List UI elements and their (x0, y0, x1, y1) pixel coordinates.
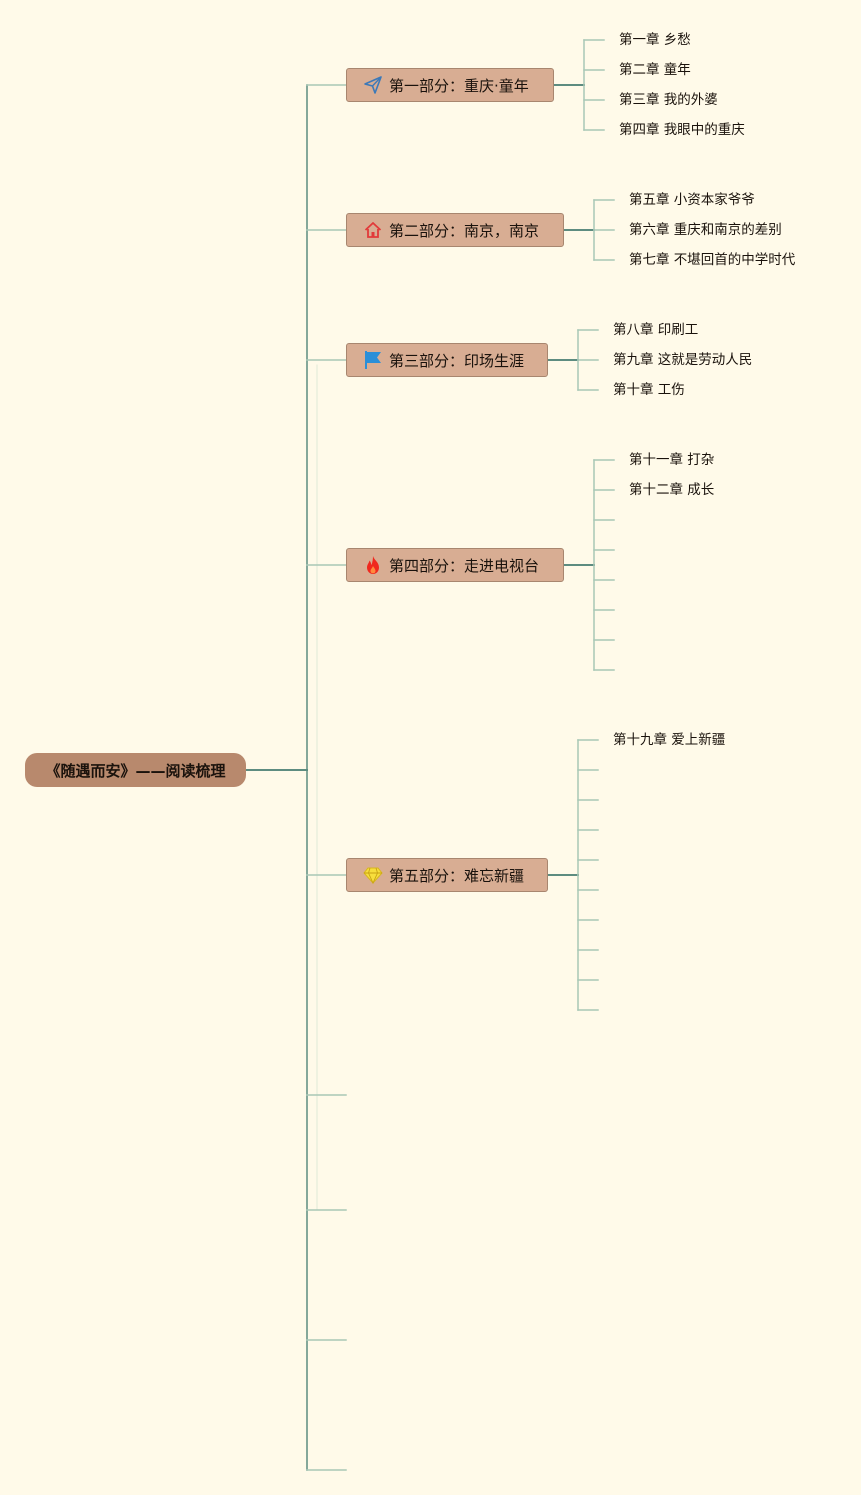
part-title: 第四部分：走进电视台 (389, 556, 540, 575)
diamond-icon (363, 865, 383, 885)
root-node[interactable]: 《随遇而安》——阅读梳理 (25, 753, 246, 787)
part-node-3[interactable]: 第三部分：印场生涯 (346, 343, 548, 377)
chapter-item[interactable]: 第十九章 爱上新疆 (613, 732, 726, 748)
flame-icon (363, 555, 383, 575)
chapter-item[interactable]: 第十二章 成长 (629, 482, 715, 498)
chapter-item[interactable]: 第十一章 打杂 (629, 452, 715, 468)
chapter-item[interactable]: 第五章 小资本家爷爷 (629, 192, 755, 208)
chapter-item[interactable]: 第二章 童年 (619, 62, 691, 78)
chapter-item[interactable]: 第四章 我眼中的重庆 (619, 122, 745, 138)
chapter-item[interactable]: 第七章 不堪回首的中学时代 (629, 252, 796, 268)
root-title: 《随遇而安》——阅读梳理 (45, 761, 226, 780)
part-node-1[interactable]: 第一部分：重庆·童年 (346, 68, 554, 102)
flag-icon (363, 350, 383, 370)
part-title: 第一部分：重庆·童年 (389, 76, 529, 95)
part-title: 第五部分：难忘新疆 (389, 866, 525, 885)
paper-plane-icon (363, 75, 383, 95)
house-icon (363, 220, 383, 240)
part-node-5[interactable]: 第五部分：难忘新疆 (346, 858, 548, 892)
part-node-4[interactable]: 第四部分：走进电视台 (346, 548, 564, 582)
part-title: 第三部分：印场生涯 (389, 351, 525, 370)
chapter-item[interactable]: 第三章 我的外婆 (619, 92, 718, 108)
chapter-item[interactable]: 第十章 工伤 (613, 382, 685, 398)
chapter-item[interactable]: 第九章 这就是劳动人民 (613, 352, 753, 368)
chapter-item[interactable]: 第一章 乡愁 (619, 32, 691, 48)
chapter-item[interactable]: 第八章 印刷工 (613, 322, 699, 338)
part-node-2[interactable]: 第二部分：南京，南京 (346, 213, 564, 247)
chapter-item[interactable]: 第六章 重庆和南京的差别 (629, 222, 782, 238)
part-title: 第二部分：南京，南京 (389, 221, 540, 240)
